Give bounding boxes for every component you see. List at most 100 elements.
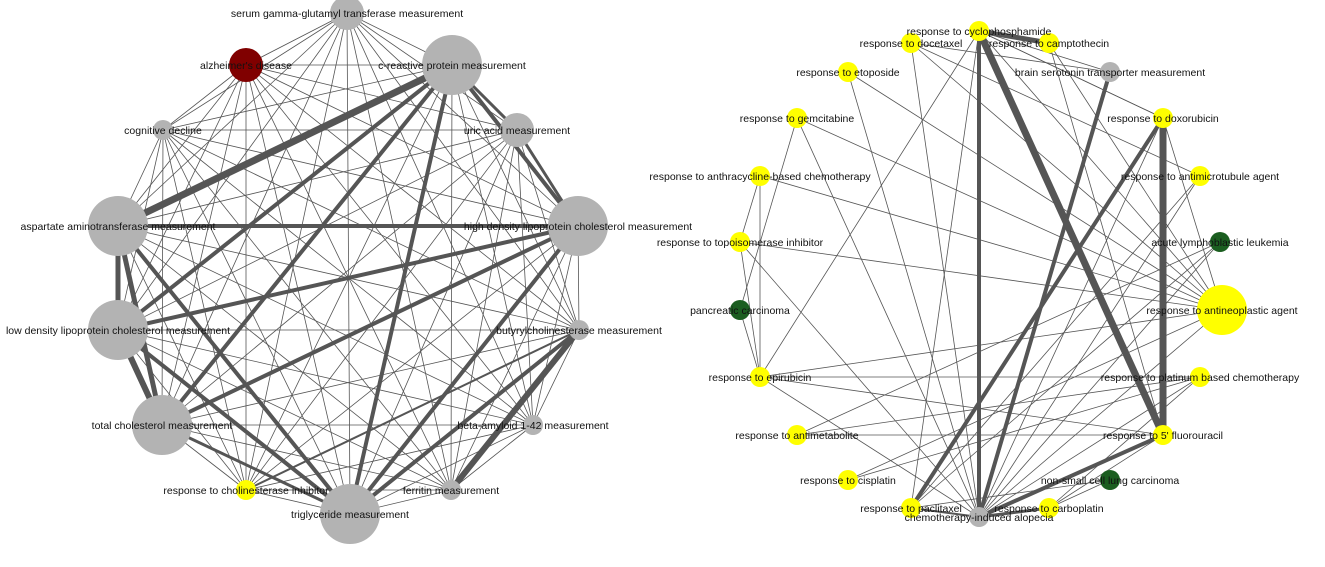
- left-edge-hdl-ldl: [116, 224, 580, 332]
- right-edge-antineo-doce: [910, 42, 1223, 311]
- right-node-gem[interactable]: [787, 108, 807, 128]
- right-node-etop[interactable]: [838, 62, 858, 82]
- left-edge-uric-tg: [349, 129, 518, 515]
- left-edge-crp-cog: [162, 64, 453, 131]
- left-node-ldl[interactable]: [88, 300, 148, 360]
- left-edge-abeta-ferritin: [450, 424, 534, 491]
- left-edge-ferritin-ldl: [117, 329, 452, 491]
- right-node-antineo[interactable]: [1197, 285, 1247, 335]
- left-edge-tg-tc: [160, 423, 352, 516]
- right-edge-doxo-antineo: [1162, 117, 1223, 311]
- left-edge-sggt-alz: [245, 12, 348, 66]
- right-edge-gem-pancreatic: [739, 117, 798, 311]
- right-edge-antineo-epi: [759, 309, 1223, 378]
- left-edge-uric-ferritin: [450, 129, 518, 491]
- left-edge-rci-ast: [117, 225, 247, 491]
- right-edge-topo-alopecia: [739, 241, 980, 518]
- right-nodes: [730, 21, 1247, 527]
- right-node-label-gem: response to gemcitabine: [740, 113, 855, 125]
- left-edge-sggt-ast: [117, 12, 348, 227]
- left-node-tg[interactable]: [320, 484, 380, 544]
- right-edge-cyclo-pacli: [910, 30, 980, 509]
- right-node-cis[interactable]: [838, 470, 858, 490]
- left-node-ast[interactable]: [88, 196, 148, 256]
- right-edge-cyclo-campto: [976, 28, 1052, 46]
- right-node-label-doce: response to docetaxel: [860, 38, 963, 50]
- right-node-epi[interactable]: [750, 367, 770, 387]
- left-node-label-rci: response to cholinesterase inhibitor: [163, 485, 329, 497]
- left-edge-tc-alz: [161, 64, 247, 426]
- right-edge-cyclo-fu: [975, 27, 1167, 439]
- right-edge-nsclc-carbo: [1048, 479, 1111, 509]
- left-node-cog[interactable]: [153, 120, 173, 140]
- right-edge-epi-topo: [739, 241, 761, 378]
- left-edge-bche-cog: [162, 129, 580, 331]
- right-node-pancreatic[interactable]: [730, 300, 750, 320]
- left-nodes: [88, 0, 608, 544]
- right-node-anthra[interactable]: [750, 166, 770, 186]
- right-node-fu[interactable]: [1153, 425, 1173, 445]
- right-node-label-fu: response to 5' fluorouracil: [1103, 430, 1223, 442]
- right-edge-all-pacli: [910, 241, 1221, 509]
- right-edge-campto-fu: [1048, 42, 1164, 436]
- right-edge-cyclo-epi: [759, 30, 980, 378]
- left-node-abeta[interactable]: [523, 415, 543, 435]
- left-edge-abeta-rci: [245, 424, 534, 491]
- left-node-crp[interactable]: [422, 35, 482, 95]
- right-edge-doxo-cyclo: [978, 30, 1164, 119]
- left-node-label-hdl: high density lipoprotein cholesterol mea…: [464, 221, 692, 233]
- left-edge-crp-ldl: [116, 63, 454, 332]
- right-edge-epi-pancreatic: [739, 309, 761, 378]
- right-edge-antimicro-doce: [910, 42, 1201, 177]
- left-node-label-ldl: low density lipoprotein cholesterol meas…: [6, 325, 230, 337]
- left-network: serum gamma-glutamyl transferase measure…: [6, 0, 692, 544]
- left-node-bche[interactable]: [569, 320, 589, 340]
- right-edge-etop-alopecia: [847, 71, 980, 518]
- left-labels: serum gamma-glutamyl transferase measure…: [6, 8, 692, 521]
- right-edge-all-antimet: [796, 241, 1221, 436]
- right-node-label-campto: response to camptothecin: [989, 38, 1109, 50]
- left-edge-uric-rci: [245, 129, 518, 491]
- left-node-sggt[interactable]: [330, 0, 364, 30]
- right-node-antimet[interactable]: [787, 425, 807, 445]
- right-node-label-nsclc: non-small cell lung carcinoma: [1041, 475, 1179, 487]
- left-node-alz[interactable]: [229, 48, 263, 82]
- left-edge-bche-rci: [245, 329, 580, 491]
- right-edge-antineo-gem: [796, 117, 1223, 311]
- left-node-label-crp: c-reactive protein measurement: [378, 60, 526, 72]
- right-edge-fu-alopecia: [977, 433, 1165, 519]
- left-node-label-tg: triglyceride measurement: [291, 509, 409, 521]
- right-edges: [739, 27, 1223, 519]
- left-edge-bche-abeta: [532, 329, 580, 426]
- right-node-bst[interactable]: [1100, 62, 1120, 82]
- left-node-label-abeta: beta-amyloid 1-42 measurement: [457, 420, 608, 432]
- right-edge-antineo-alopecia: [978, 309, 1223, 518]
- left-edge-abeta-ast: [117, 225, 534, 426]
- right-node-cyclo[interactable]: [969, 21, 989, 41]
- left-node-uric[interactable]: [500, 113, 534, 147]
- right-node-doxo[interactable]: [1153, 108, 1173, 128]
- right-node-doce[interactable]: [901, 33, 921, 53]
- left-edge-tc-cog: [161, 129, 164, 426]
- right-node-alopecia[interactable]: [969, 507, 989, 527]
- left-node-label-tc: total cholesterol measurement: [92, 420, 233, 432]
- right-node-nsclc[interactable]: [1100, 470, 1120, 490]
- right-node-antimicro[interactable]: [1190, 166, 1210, 186]
- left-edge-sggt-bche: [346, 12, 580, 331]
- left-node-rci[interactable]: [236, 480, 256, 500]
- left-node-hdl[interactable]: [548, 196, 608, 256]
- right-node-pacli[interactable]: [901, 498, 921, 518]
- right-node-topo[interactable]: [730, 232, 750, 252]
- right-node-all[interactable]: [1210, 232, 1230, 252]
- right-node-label-epi: response to epirubicin: [709, 372, 812, 384]
- left-node-tc[interactable]: [132, 395, 192, 455]
- left-node-label-ferritin: ferritin measurement: [403, 485, 499, 497]
- right-edge-all-alopecia: [978, 241, 1221, 518]
- right-node-campto[interactable]: [1039, 33, 1059, 53]
- left-edge-bche-tg: [348, 328, 581, 516]
- left-node-ferritin[interactable]: [441, 480, 461, 500]
- right-node-platinum[interactable]: [1190, 367, 1210, 387]
- right-edge-bst-alopecia: [977, 70, 1112, 519]
- right-node-carbo[interactable]: [1039, 498, 1059, 518]
